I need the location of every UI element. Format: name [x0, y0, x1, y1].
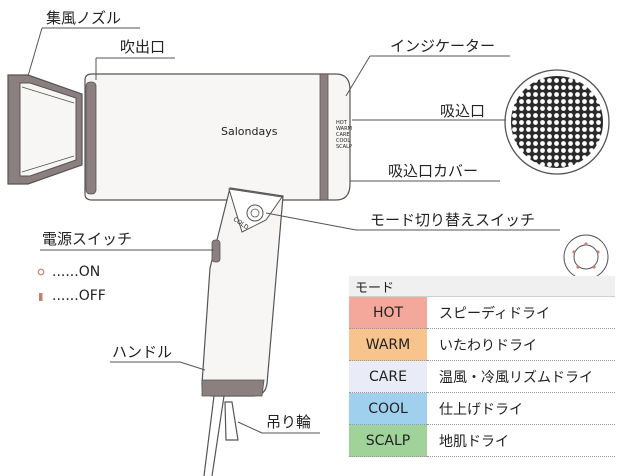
label-power-switch: 電源スイッチ [42, 230, 133, 248]
mode-code: COOL [349, 392, 427, 425]
mode-row: SCALP 地肌ドライ [349, 424, 615, 457]
mode-switch-detail [563, 234, 609, 280]
mode-code: WARM [349, 328, 427, 361]
indicator-scalp: SCALP [336, 144, 352, 150]
label-hanging-ring: 吊り輪 [266, 413, 312, 431]
mode-row: CARE 温風・冷風リズムドライ [349, 360, 615, 393]
label-indicator: インジケーター [390, 37, 496, 55]
power-switch-knob [211, 239, 221, 263]
mode-table: モード HOT スピーディドライ WARM いたわりドライ CARE 温風・冷風… [349, 276, 615, 457]
label-on: ......ON [52, 264, 101, 280]
mode-code: HOT [349, 296, 427, 329]
label-intake: 吸込口 [440, 102, 486, 120]
handle [201, 187, 284, 397]
mode-desc: 仕上げドライ [427, 392, 615, 425]
mode-desc: いたわりドライ [427, 328, 615, 361]
mode-desc: スピーディドライ [427, 296, 615, 329]
hanging-ring [203, 395, 239, 476]
mode-row: WARM いたわりドライ [349, 328, 615, 361]
indicator-care: CARE [336, 132, 350, 138]
mode-code: CARE [349, 360, 427, 393]
nozzle [7, 74, 83, 185]
mode-table-header: モード [349, 276, 615, 297]
label-off: ......OFF [52, 288, 106, 304]
label-mode-switch: モード切り替えスイッチ [370, 211, 536, 229]
indicator-marks: HOT WARM CARE COOL SCALP [336, 120, 352, 150]
mode-row: HOT スピーディドライ [349, 296, 615, 329]
label-outlet: 吹出口 [120, 38, 166, 56]
label-handle: ハンドル [112, 343, 173, 361]
mode-desc: 地肌ドライ [427, 424, 615, 457]
intake-grille [504, 69, 610, 175]
mode-table-header-label: モード [349, 276, 615, 297]
mode-code: SCALP [349, 424, 427, 457]
label-nozzle: 集風ノズル [46, 9, 122, 27]
indicator-warm: WARM [336, 126, 352, 132]
mode-switch-dial [246, 204, 264, 222]
dryer-body [84, 73, 351, 201]
brand-logo: Salondays [221, 125, 278, 138]
indicator-hot: HOT [336, 120, 347, 126]
label-intake-cover: 吸込口カバー [388, 162, 479, 180]
mode-row: COOL 仕上げドライ [349, 392, 615, 425]
mode-desc: 温風・冷風リズムドライ [427, 360, 615, 393]
indicator-cool: COOL [336, 138, 351, 144]
